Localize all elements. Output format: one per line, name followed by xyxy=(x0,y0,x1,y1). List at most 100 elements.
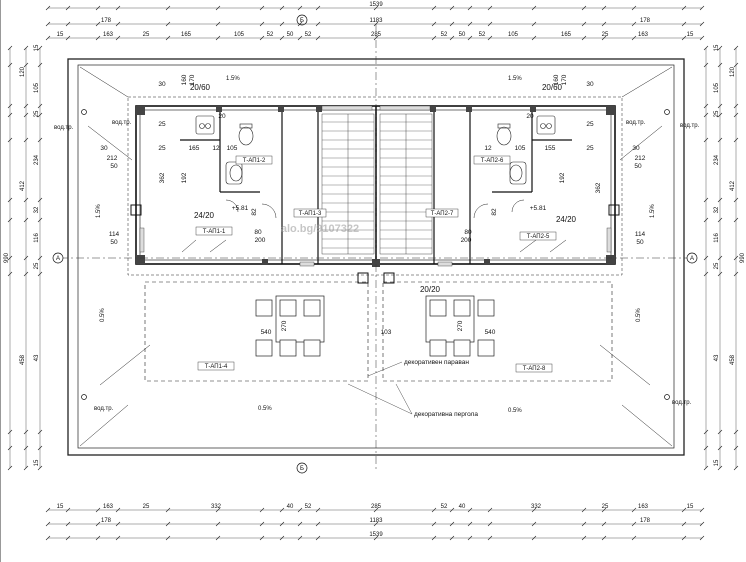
section-marker-right: А xyxy=(686,252,698,264)
inner-dim: 270 xyxy=(457,320,464,331)
drain-label: вод.тр. xyxy=(54,125,74,131)
room-label: Т-АП1-3 xyxy=(299,211,322,217)
stair-treads xyxy=(322,121,432,249)
dimension-tick xyxy=(37,271,43,277)
inner-dimensions-right: 30 160 170 20/60 20 105 25 25 155 12 30 … xyxy=(457,74,646,336)
dimension-tick xyxy=(487,21,493,27)
dimension-tick xyxy=(699,21,705,27)
inner-dim: 114 xyxy=(635,231,646,238)
dimension-tick xyxy=(703,217,709,223)
dimension-tick xyxy=(297,5,303,11)
slope-label: 0.5% xyxy=(636,308,642,322)
dim-bottom-mid: 178 xyxy=(101,518,112,524)
dim-top: 285 xyxy=(371,32,382,38)
inner-dim: 270 xyxy=(281,320,288,331)
inner-dim: 82 xyxy=(491,208,498,216)
dimension-tick xyxy=(45,521,51,527)
dimension-tick xyxy=(581,521,587,527)
section-lines xyxy=(60,24,690,470)
dimension-tick xyxy=(7,137,13,143)
dimension-tick xyxy=(95,21,101,27)
slope-label: 0.5% xyxy=(100,308,106,322)
slope-label: 0.5% xyxy=(508,408,522,414)
dim-overall-top: 1539 xyxy=(369,2,383,8)
dimension-tick xyxy=(733,255,739,261)
dimension-tick xyxy=(45,21,51,27)
inner-dim: 105 xyxy=(515,145,526,152)
inner-dim: 30 xyxy=(100,145,108,152)
dimension-tick xyxy=(681,21,687,27)
dimension-tick xyxy=(259,535,265,541)
slope-label: 1.5% xyxy=(508,76,522,82)
dimension-tick xyxy=(115,521,121,527)
dimension-tick xyxy=(431,5,437,11)
dimension-tick xyxy=(165,35,171,41)
dim-right: 25 xyxy=(714,110,720,117)
dimension-tick xyxy=(531,21,537,27)
dimension-tick xyxy=(215,521,221,527)
inner-dim: 30 xyxy=(158,81,166,88)
structural-columns xyxy=(136,106,615,267)
dimension-tick xyxy=(703,465,709,471)
svg-text:А: А xyxy=(56,256,60,262)
dimension-tick xyxy=(115,5,121,11)
dimension-tick xyxy=(7,45,13,51)
inner-dim: 24/20 xyxy=(194,211,215,220)
dimension-tick xyxy=(215,507,221,513)
dimension-tick xyxy=(431,535,437,541)
drain-points xyxy=(81,109,670,400)
dimension-tick xyxy=(315,521,321,527)
inner-dim: 30 xyxy=(632,145,640,152)
dimension-tick xyxy=(531,535,537,541)
dimension-tick xyxy=(601,535,607,541)
dimension-tick xyxy=(23,137,29,143)
dimension-tick xyxy=(631,521,637,527)
dimension-tick xyxy=(531,35,537,41)
dimension-tick xyxy=(7,429,13,435)
inner-dim: 170 xyxy=(189,74,196,85)
dimension-tick xyxy=(115,507,121,513)
dimension-tick xyxy=(733,112,739,118)
dimension-tick xyxy=(631,535,637,541)
dimension-tick xyxy=(65,535,71,541)
dim-top-mid: 178 xyxy=(640,18,651,24)
dimension-tick xyxy=(95,5,101,11)
inner-dim: 103 xyxy=(381,329,392,336)
room-label: Т-АП1-1 xyxy=(203,229,226,235)
dimension-tick xyxy=(581,35,587,41)
dimension-tick xyxy=(95,521,101,527)
dim-left: 15 xyxy=(34,44,40,51)
dimension-tick xyxy=(65,35,71,41)
dimension-tick xyxy=(7,197,13,203)
dimension-tick xyxy=(7,103,13,109)
dimension-tick xyxy=(165,521,171,527)
dimension-tick xyxy=(431,521,437,527)
inner-dim: 25 xyxy=(158,145,166,152)
inner-dim: 114 xyxy=(109,231,120,238)
dim-right: 15 xyxy=(714,459,720,466)
dim-left: 25 xyxy=(34,262,40,269)
dimension-tick xyxy=(703,271,709,277)
dim-bottom: 15 xyxy=(57,504,64,510)
dim-top: 52 xyxy=(441,32,448,38)
dimension-tick xyxy=(487,521,493,527)
dimension-tick xyxy=(297,521,303,527)
svg-text:Б: Б xyxy=(300,18,304,24)
dimension-tick xyxy=(37,429,43,435)
slope-label: 0.5% xyxy=(258,406,272,412)
dimension-tick xyxy=(681,5,687,11)
dim-right-mid: 43 xyxy=(714,354,720,361)
inner-dim: 540 xyxy=(485,329,496,336)
dimension-tick xyxy=(531,507,537,513)
dim-bottom: 25 xyxy=(602,504,609,510)
dimension-tick xyxy=(45,535,51,541)
dimension-tick xyxy=(37,112,43,118)
dim-bottom-mid: 1183 xyxy=(370,518,384,524)
dimension-tick xyxy=(279,535,285,541)
inner-dim: 540 xyxy=(261,329,272,336)
dimension-tick xyxy=(703,137,709,143)
dim-overall-bottom: 1539 xyxy=(369,532,383,538)
dim-bottom: 52 xyxy=(441,504,448,510)
dim-right-mid: 412 xyxy=(730,180,736,191)
dimension-tick xyxy=(7,271,13,277)
